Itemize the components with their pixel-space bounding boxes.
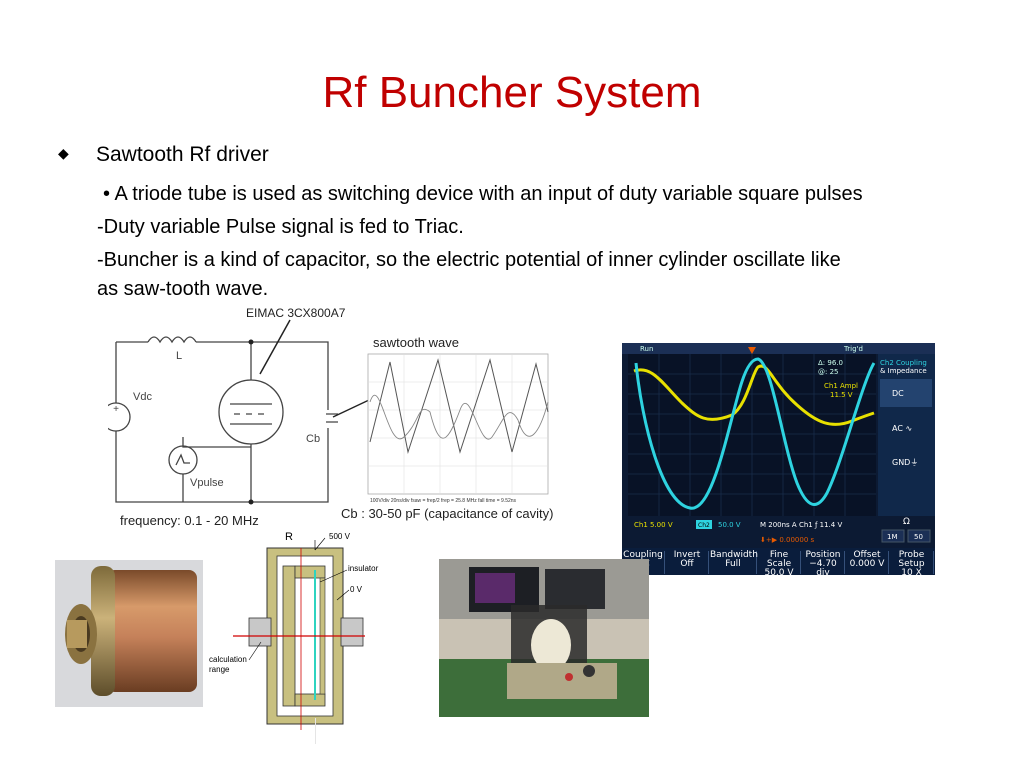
scope-softkey-label: Position (805, 550, 841, 560)
scope-timebase: M 200ns A Ch1 ƒ 11.4 V (760, 521, 842, 529)
scope-at: @: 25 (818, 368, 839, 376)
main-bullet-text: Sawtooth Rf driver (96, 143, 269, 166)
scope-dc-option[interactable] (880, 379, 932, 407)
slide-title: Rf Buncher System (322, 68, 702, 117)
scope-cursor: ⬇+▶ 0.00000 s (760, 536, 815, 544)
sub-bullet-triode: • A triode tube is used as switching dev… (103, 183, 863, 205)
scope-dc-label: DC (892, 389, 904, 398)
inductor-label: L (176, 350, 182, 362)
scope-trigd: Trig'd (843, 345, 863, 353)
scope-softkey-label: Fine Scale (766, 550, 792, 569)
oscilloscope-screen: Run Trig'd Δ: 96.0 @: 25 Ch1 Ampl 11.5 V… (622, 343, 935, 575)
scope-ch2-scale: 50.0 V (718, 521, 741, 529)
scope-softkey[interactable]: Position−4.70 div (802, 550, 845, 578)
scope-ch1-ampl: Ch1 Ampl (824, 382, 858, 390)
cavity-photo (55, 560, 203, 707)
cross-0v: 0 V (350, 585, 363, 594)
scope-ch2-coupling: Ch2 Coupling (880, 359, 927, 367)
tube-label: EIMAC 3CX800A7 (246, 306, 346, 320)
scope-softkey-label: 10 X (901, 568, 922, 578)
vpulse-label: Vpulse (190, 477, 224, 489)
scope-softkey-label: Offset (853, 550, 881, 560)
scope-ch1-ampl-value: 11.5 V (830, 391, 853, 399)
scope-impedance: & Impedance (880, 367, 927, 375)
frequency-note: frequency: 0.1 - 20 MHz (120, 513, 259, 528)
scope-softkey-label: 50.0 V (764, 568, 794, 578)
cross-calc-1: calculation (209, 655, 247, 664)
scope-ch1-scale: Ch1 5.00 V (634, 521, 673, 529)
scope-softkey-label: /div (770, 577, 788, 587)
sub-line-sawtooth: as saw-tooth wave. (97, 278, 269, 300)
scope-caption: 100V/div 20ns/div fsaw = frep/2 frep = 2… (370, 498, 517, 504)
cross-section-diagram: R 500 V insulator 0 V calculation range (209, 531, 379, 730)
scope-softkey-label: −4.70 div (809, 559, 837, 578)
scope-50[interactable]: 50 (914, 533, 923, 541)
lab-setup-photo (439, 559, 649, 717)
scope-ch2-badge: Ch2 (698, 522, 710, 529)
scope-delta: Δ: 96.0 (818, 359, 843, 367)
cross-calc-2: range (209, 665, 230, 674)
cross-r-label: R (285, 531, 293, 543)
scope-softkey-label: Bandwidth (710, 550, 758, 560)
scope-softkey-label: Setup (898, 559, 925, 569)
divider (315, 718, 316, 744)
scope-softkey-label: Probe (898, 550, 925, 560)
scope-softkey-label: Full (725, 559, 741, 569)
svg-text:+: + (113, 404, 119, 415)
scope-softkey-label: Off (680, 559, 694, 569)
cb-note: Cb : 30-50 pF (capacitance of cavity) (341, 506, 553, 521)
diamond-bullet-icon: ◆ (58, 145, 69, 161)
sub-line-buncher: -Buncher is a kind of capacitor, so the … (97, 249, 841, 271)
vdc-label: Vdc (133, 391, 152, 403)
sawtooth-label: sawtooth wave (373, 335, 459, 350)
circuit-diagram: + EIMAC 3CX800A7 Vdc L Vpulse Cb sawtoot… (108, 306, 553, 528)
scope-gnd-label: GND⏚ (892, 458, 918, 467)
scope-1m[interactable]: 1M (887, 533, 898, 541)
sub-line-duty: -Duty variable Pulse signal is fed to Tr… (97, 216, 464, 238)
scope-ohm-label: Ω (903, 517, 910, 527)
cross-500v: 500 V (329, 532, 351, 541)
scope-ac-label: AC ∿ (892, 424, 912, 433)
scope-softkeys: CouplingDCInvertOffBandwidthFullFine Sca… (622, 549, 935, 587)
cross-insulator: insulator (348, 564, 379, 573)
scope-softkey-label: Coupling (623, 550, 663, 560)
main-bullet: ◆ Sawtooth Rf driver (58, 143, 269, 167)
scope-softkey-label: Invert (673, 550, 701, 560)
scope-run: Run (640, 345, 653, 353)
scope-softkey-label: 0.000 V (849, 559, 885, 569)
cap-label: Cb (306, 433, 320, 445)
